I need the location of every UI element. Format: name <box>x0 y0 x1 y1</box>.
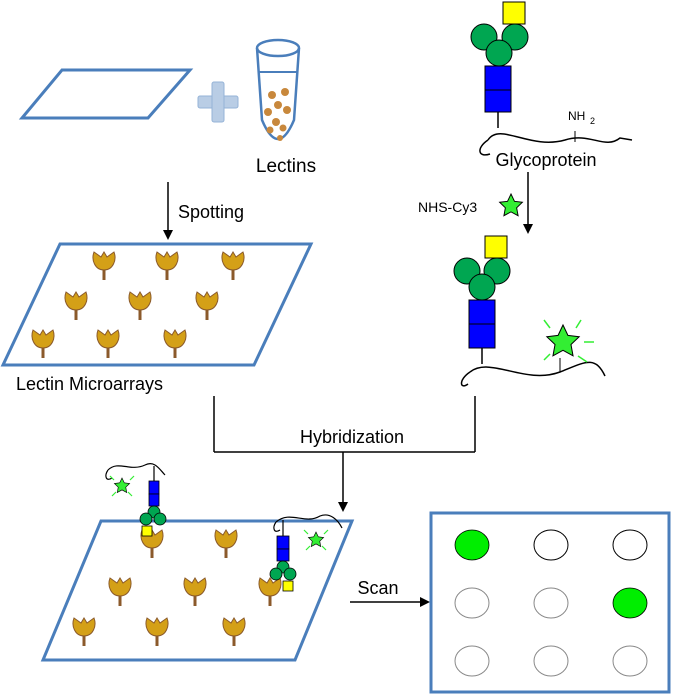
hybridized-slide <box>40 519 355 662</box>
scan-label: Scan <box>357 578 398 598</box>
svg-text:2: 2 <box>590 116 595 126</box>
plus-icon <box>197 81 239 123</box>
lectin-spot <box>107 576 133 608</box>
hybridization-label: Hybridization <box>300 427 404 447</box>
lectin-spot <box>154 250 180 282</box>
scan-spot <box>612 645 648 677</box>
scan-result-panel <box>429 511 671 694</box>
bound-glycoprotein-2 <box>269 514 343 592</box>
lectin-microarrays-label: Lectin Microarrays <box>16 374 163 394</box>
lectin-spot <box>162 328 188 360</box>
spotting-label: Spotting <box>178 202 244 222</box>
lectin-spot <box>257 576 283 608</box>
scan-spot <box>533 645 569 677</box>
scan-spot-lit <box>454 529 490 561</box>
nhs-cy3-label: NHS-Cy3 <box>418 199 477 215</box>
nh2-group-label: NH 2 <box>568 109 595 126</box>
lectin-microarray-slide <box>0 242 314 367</box>
lectin-spot <box>144 616 170 648</box>
spotting-arrow <box>163 182 173 240</box>
labeled-glycoprotein <box>453 235 606 387</box>
lectin-spot <box>182 576 208 608</box>
lectin-spot <box>71 616 97 648</box>
glycoprotein-label: Glycoprotein <box>495 150 596 170</box>
lectin-spot <box>127 290 153 322</box>
lectin-spot <box>95 328 121 360</box>
lectin-spot <box>213 528 239 560</box>
lectin-spot <box>91 250 117 282</box>
scan-spot <box>454 645 490 677</box>
blank-slide <box>18 68 194 120</box>
cy3-star-icon <box>499 193 524 217</box>
lectin-spot <box>30 328 56 360</box>
scan-spot-grid <box>454 529 648 677</box>
scan-spot <box>454 587 490 619</box>
scan-spot <box>533 529 569 561</box>
scan-arrow <box>350 597 430 607</box>
lectin-tube-icon <box>255 38 301 141</box>
scan-spot-lit <box>612 587 648 619</box>
bound-glycoprotein-1 <box>105 463 167 537</box>
lectin-spot <box>194 290 220 322</box>
svg-text:NH: NH <box>568 109 585 123</box>
scan-spot <box>612 529 648 561</box>
lectins-label: Lectins <box>256 156 316 177</box>
hybridization-connector <box>213 396 476 512</box>
lectin-spot <box>63 290 89 322</box>
scan-spot <box>533 587 569 619</box>
lectin-spot <box>221 616 247 648</box>
glycoprotein-top <box>470 1 633 156</box>
lectin-spot <box>220 250 246 282</box>
labeling-arrow <box>523 172 533 234</box>
